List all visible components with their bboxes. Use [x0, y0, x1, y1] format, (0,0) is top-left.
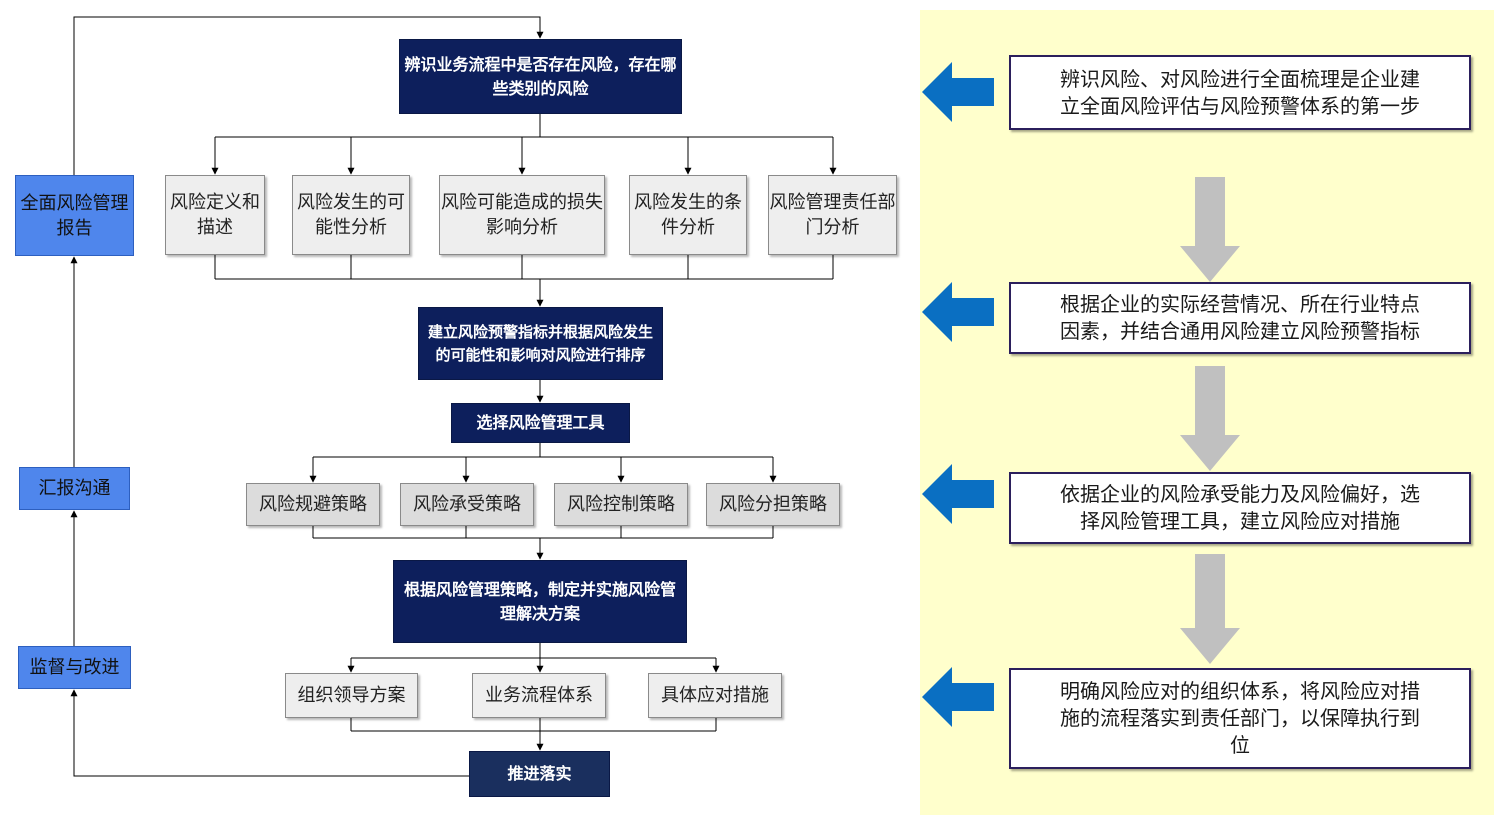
strategy-label-2: 风险承受策略: [413, 494, 521, 515]
select-tool-label: 选择风险管理工具: [476, 413, 605, 432]
gray-arrow-3: [1180, 554, 1240, 664]
warning-indicator-step: 建立风险预警指标并根据风险发生 的可能性和影响对风险进行排序: [418, 307, 663, 380]
analysis-label-3: 风险可能造成的损失 影响分析: [441, 192, 603, 238]
note-box-1: 辨识风险、对风险进行全面梳理是企业建 立全面风险评估与风险预警体系的第一步: [1009, 55, 1471, 130]
connector-report-to-identify: [73, 16, 544, 175]
report-communicate-box: 汇报沟通: [19, 467, 130, 510]
analysis-box-4: 风险发生的条 件分析: [629, 175, 747, 255]
solution-box-1: 组织领导方案: [285, 673, 418, 718]
identify-risk-step: 辨识业务流程中是否存在风险，存在哪 些类别的风险: [399, 39, 682, 114]
blue-arrow-3: [922, 464, 994, 524]
note-box-4: 明确风险应对的组织体系，将风险应对措 施的流程落实到责任部门，以保障执行到 位: [1009, 668, 1471, 769]
solution-plan-step: 根据风险管理策略，制定并实施风险管 理解决方案: [393, 560, 687, 643]
analysis-label-1: 风险定义和 描述: [170, 192, 260, 238]
supervise-improve-box: 监督与改进: [18, 646, 131, 689]
implement-label: 推进落实: [507, 764, 572, 783]
analysis-label-4: 风险发生的条 件分析: [634, 192, 742, 238]
analysis-box-3: 风险可能造成的损失 影响分析: [439, 175, 605, 255]
blue-arrow-1: [922, 62, 994, 122]
note-text-1: 辨识风险、对风险进行全面梳理是企业建 立全面风险评估与风险预警体系的第一步: [1060, 66, 1420, 118]
select-tool-step: 选择风险管理工具: [451, 403, 630, 443]
connector-implement-to-supervise: [70, 689, 469, 777]
strategy-box-2: 风险承受策略: [400, 483, 534, 526]
supervise-improve-label: 监督与改进: [29, 657, 120, 678]
strategy-label-4: 风险分担策略: [719, 494, 827, 515]
note-text-2: 根据企业的实际经营情况、所在行业特点 因素，并结合通用风险建立风险预警指标: [1060, 292, 1420, 343]
note-text-3: 依据企业的风险承受能力及风险偏好，选 择风险管理工具，建立风险应对措施: [1060, 482, 1420, 533]
warning-indicator-label: 建立风险预警指标并根据风险发生 的可能性和影响对风险进行排序: [427, 322, 653, 364]
blue-arrow-4: [922, 667, 994, 727]
analysis-box-2: 风险发生的可 能性分析: [292, 175, 410, 255]
analysis-box-5: 风险管理责任部 门分析: [768, 175, 897, 255]
strategy-label-3: 风险控制策略: [567, 494, 675, 515]
solution-plan-label: 根据风险管理策略，制定并实施风险管 理解决方案: [403, 579, 676, 623]
gray-arrow-2: [1180, 366, 1240, 471]
full-risk-report-label: 全面风险管理 报告: [20, 192, 129, 239]
strategy-label-1: 风险规避策略: [259, 494, 367, 515]
note-text-4: 明确风险应对的组织体系，将风险应对措 施的流程落实到责任部门，以保障执行到 位: [1060, 679, 1420, 757]
strategy-box-4: 风险分担策略: [706, 483, 840, 526]
solution-box-3: 具体应对措施: [648, 673, 782, 718]
blue-arrow-2: [922, 282, 994, 342]
analysis-label-2: 风险发生的可 能性分析: [297, 192, 405, 238]
analysis-label-5: 风险管理责任部 门分析: [769, 192, 896, 238]
report-communicate-label: 汇报沟通: [38, 478, 111, 499]
note-box-2: 根据企业的实际经营情况、所在行业特点 因素，并结合通用风险建立风险预警指标: [1009, 282, 1471, 354]
identify-risk-label: 辨识业务流程中是否存在风险，存在哪 些类别的风险: [404, 54, 677, 98]
strategy-box-3: 风险控制策略: [554, 483, 688, 526]
solution-label-3: 具体应对措施: [661, 685, 769, 706]
solution-label-1: 组织领导方案: [297, 685, 406, 706]
analysis-box-1: 风险定义和 描述: [165, 175, 265, 255]
implement-step: 推进落实: [469, 751, 610, 797]
solution-label-2: 业务流程体系: [485, 685, 593, 706]
note-box-3: 依据企业的风险承受能力及风险偏好，选 择风险管理工具，建立风险应对措施: [1009, 472, 1471, 544]
solution-box-2: 业务流程体系: [472, 673, 606, 718]
strategy-box-1: 风险规避策略: [246, 483, 380, 526]
gray-arrow-1: [1180, 177, 1240, 282]
full-risk-report-box: 全面风险管理 报告: [15, 175, 134, 256]
